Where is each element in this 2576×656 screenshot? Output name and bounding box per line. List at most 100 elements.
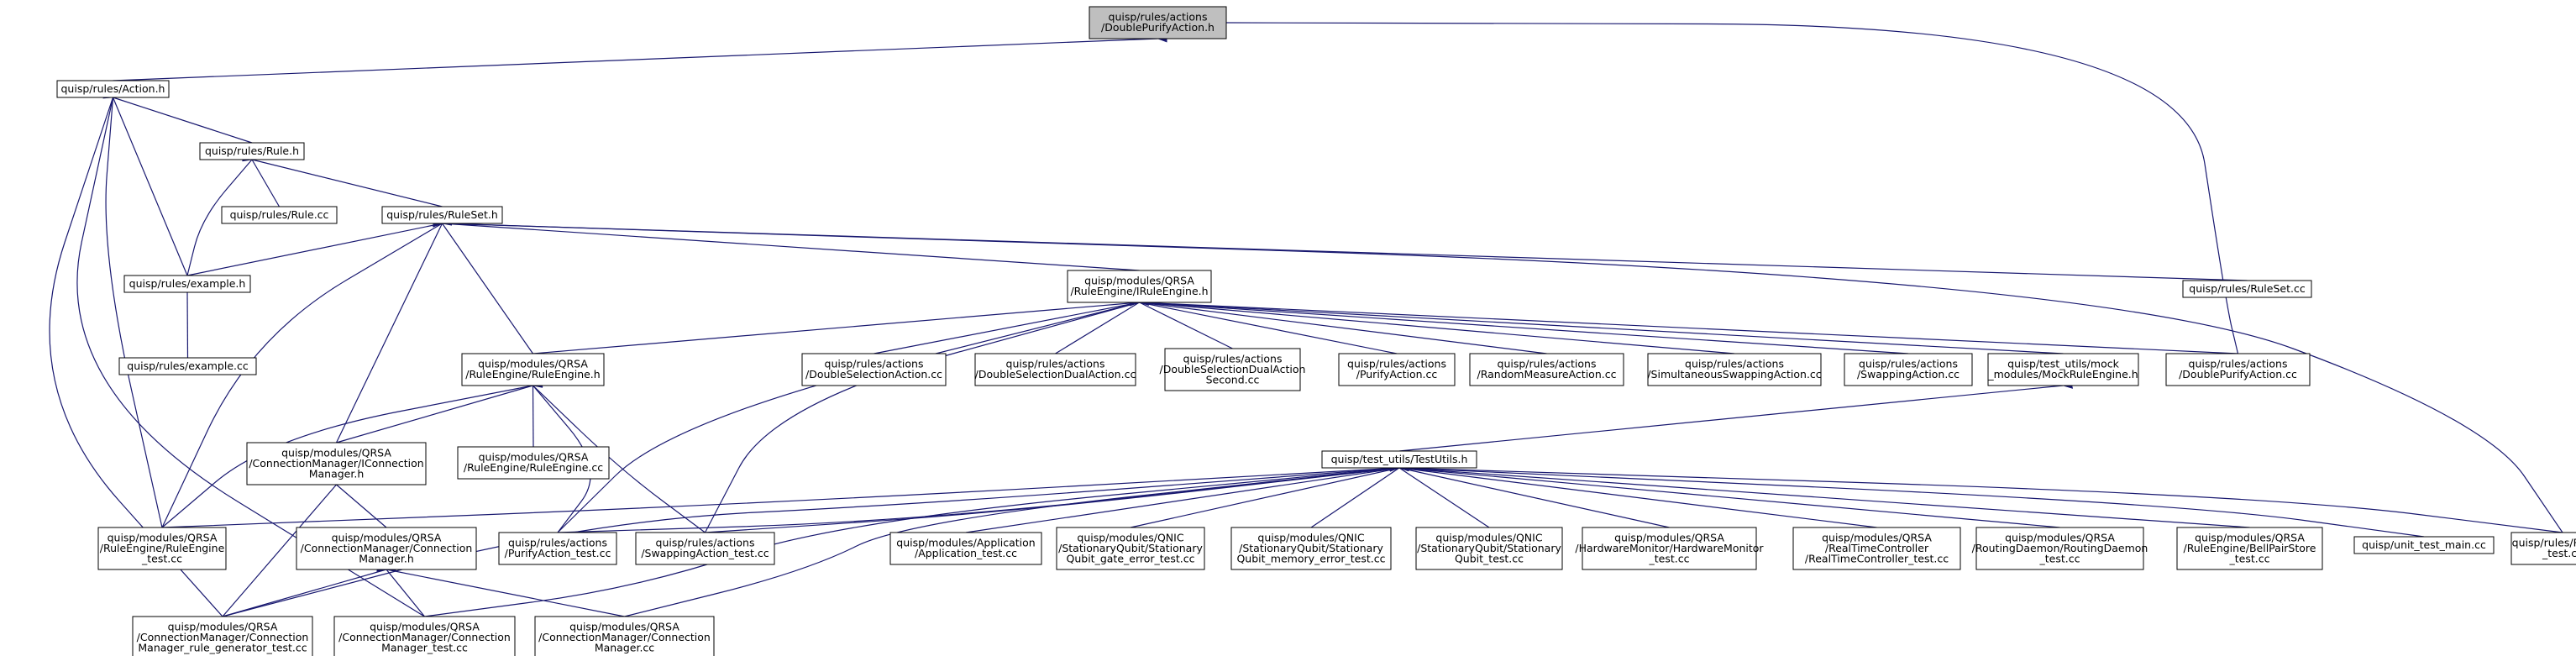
node-hm-test[interactable]: quisp/modules/QRSA/HardwareMonitor/Hardw… <box>1575 527 1764 570</box>
node-cm-cc[interactable]: quisp/modules/QRSA/ConnectionManager/Con… <box>534 616 715 656</box>
node-label-line: /SwappingAction_test.cc <box>641 547 769 559</box>
node-label-line: _modules/MockRuleEngine.h <box>1987 368 2138 380</box>
node-box <box>1975 527 2144 570</box>
edge-icm_h-to-re_h <box>336 379 543 443</box>
edge-rule_cc-to-rule_h <box>244 149 281 207</box>
node-rtc-test[interactable]: quisp/modules/QRSA/RealTimeController/Re… <box>1792 527 1961 570</box>
node-dsa-cc[interactable]: quisp/rules/actions/DoubleSelectionActio… <box>801 353 947 386</box>
edge-sq_gate-to-testutils_h <box>1130 461 1409 528</box>
node-utm[interactable]: quisp/unit_test_main.cc <box>2353 536 2495 554</box>
node-re-test[interactable]: quisp/modules/QRSA/RuleEngine/RuleEngine… <box>97 527 227 570</box>
node-rd-test[interactable]: quisp/modules/QRSA/RoutingDaemon/Routing… <box>1972 527 2148 570</box>
node-label-line: quisp/modules/QRSA <box>332 531 442 543</box>
node-label-line: _test.cc <box>2542 547 2576 559</box>
node-box <box>1987 353 2139 386</box>
node-mock-h[interactable]: quisp/test_utils/mock_modules/MockRuleEn… <box>1987 353 2139 386</box>
edge-sa_cc-to-irule_h <box>1130 297 1909 354</box>
node-rma-cc[interactable]: quisp/rules/actions/RandomMeasureAction.… <box>1469 353 1624 386</box>
node-box <box>1067 270 1212 303</box>
node-ssa-cc[interactable]: quisp/rules/actions/SimultaneousSwapping… <box>1647 353 1822 386</box>
node-example-h[interactable]: quisp/rules/example.h <box>123 275 251 293</box>
node-box <box>635 532 775 565</box>
node-label-line: quisp/rules/Rule.h <box>205 144 299 157</box>
edge-re_test-to-action_h <box>105 87 163 528</box>
node-sq-gate[interactable]: quisp/modules/QNIC/StationaryQubit/Stati… <box>1056 527 1205 570</box>
node-label-line: /ConnectionManager/Connection <box>538 631 711 643</box>
node-label-line: quisp/rules/Rule.cc <box>230 208 329 221</box>
node-cm-h[interactable]: quisp/modules/QRSA/ConnectionManager/Con… <box>296 527 477 570</box>
node-pa-cc[interactable]: quisp/rules/actions/PurifyAction.cc <box>1338 353 1456 386</box>
node-label-line: quisp/modules/QRSA <box>479 451 589 464</box>
edge-utm-to-testutils_h <box>1389 463 2425 538</box>
file-nodes: quisp/rules/actions/DoublePurifyAction.h… <box>56 6 2576 656</box>
edge-re_test-to-re_h <box>161 379 543 528</box>
node-dsda-cc[interactable]: quisp/rules/actions/DoubleSelectionDualA… <box>974 353 1136 386</box>
node-dpa-h[interactable]: quisp/rules/actions/DoublePurifyAction.h <box>1089 6 1227 39</box>
node-example-cc[interactable]: quisp/rules/example.cc <box>118 357 257 375</box>
node-box <box>1338 353 1456 386</box>
node-testutils-h[interactable]: quisp/test_utils/TestUtils.h <box>1321 450 1477 469</box>
node-box <box>1056 527 1205 570</box>
node-label-line: Qubit_gate_error_test.cc <box>1067 552 1195 564</box>
edge-re_h-to-ruleset_h <box>433 213 533 354</box>
node-box <box>801 353 947 386</box>
edge-ruleset_test-to-ruleset_h <box>433 218 2563 533</box>
edge-ruleset_h-to-rule_h <box>242 153 443 207</box>
node-label-line: /RuleEngine/RuleEngine.cc <box>464 461 603 474</box>
node-ruleset-h[interactable]: quisp/rules/RuleSet.h <box>381 206 503 224</box>
node-label-line: /StationaryQubit/Stationary <box>1239 542 1383 554</box>
node-cm-test[interactable]: quisp/modules/QRSA/ConnectionManager/Con… <box>333 616 516 656</box>
node-label-line: /HardwareMonitor/HardwareMonitor <box>1575 542 1764 554</box>
node-app-test[interactable]: quisp/modules/Application/Application_te… <box>889 532 1042 565</box>
node-ruleset-test[interactable]: quisp/rules/RuleSet_test.cc <box>2510 532 2576 565</box>
node-box <box>974 353 1136 386</box>
node-sa-cc[interactable]: quisp/rules/actions/SwappingAction.cc <box>1844 353 1973 386</box>
edge-sq_mem-to-testutils_h <box>1310 459 1409 528</box>
node-bps-test[interactable]: quisp/modules/QRSA/RuleEngine/BellPairSt… <box>2176 527 2323 570</box>
node-box <box>1089 6 1227 39</box>
node-box <box>2182 280 2312 298</box>
edge-cm_rg_test-to-cm_h <box>222 563 396 617</box>
node-label-line: quisp/rules/RuleSet.cc <box>2189 282 2306 295</box>
node-label-line: quisp/rules/actions <box>1109 11 1208 24</box>
node-dpa-cc[interactable]: quisp/rules/actions/DoublePurifyAction.c… <box>2165 353 2311 386</box>
node-box <box>381 206 503 224</box>
node-cm-rg-test[interactable]: quisp/modules/QRSA/ConnectionManager/Con… <box>132 616 313 656</box>
node-label-line: Manager_test.cc <box>381 641 468 653</box>
node-pa-test[interactable]: quisp/rules/actions/PurifyAction_test.cc <box>498 532 617 565</box>
node-label-line: /DoubleSelectionAction.cc <box>805 368 942 380</box>
node-rule-cc[interactable]: quisp/rules/Rule.cc <box>221 206 338 224</box>
node-label-line: /ConnectionManager/Connection <box>301 542 473 554</box>
node-box <box>2165 353 2311 386</box>
node-sq-mem[interactable]: quisp/modules/QNIC/StationaryQubit/Stati… <box>1230 527 1392 570</box>
edge-sq_test-to-testutils_h <box>1389 459 1490 528</box>
node-label-line: quisp/modules/QRSA <box>478 358 588 370</box>
edge-app_test-to-testutils_h <box>965 462 1409 533</box>
node-label-line: /RoutingDaemon/RoutingDaemon <box>1972 542 2148 554</box>
edge-testutils_h-to-mock_h <box>1398 380 2073 452</box>
node-re-cc[interactable]: quisp/modules/QRSA/RuleEngine/RuleEngine… <box>457 446 610 480</box>
node-irule-h[interactable]: quisp/modules/QRSA/RuleEngine/IRuleEngin… <box>1067 270 1212 303</box>
node-label-line: quisp/modules/QNIC <box>1077 531 1183 543</box>
node-box <box>296 527 477 570</box>
node-action-h[interactable]: quisp/rules/Action.h <box>56 80 170 98</box>
node-dsdas-cc[interactable]: quisp/rules/actions/DoubleSelectionDualA… <box>1160 348 1306 391</box>
node-box <box>333 616 516 656</box>
node-box <box>1230 527 1392 570</box>
node-label-line: /DoublePurifyAction.h <box>1101 21 1215 34</box>
node-box <box>132 616 313 656</box>
node-box <box>1164 348 1301 391</box>
node-box <box>534 616 715 656</box>
edge-pa_test-to-re_h <box>523 375 591 533</box>
edge-dpa_cc-to-dpa_h <box>1216 18 2239 354</box>
edge-hm_test-to-testutils_h <box>1389 461 1670 528</box>
node-re-h[interactable]: quisp/modules/QRSA/RuleEngine/RuleEngine… <box>461 353 605 386</box>
node-sa-test[interactable]: quisp/rules/actions/SwappingAction_test.… <box>635 532 775 565</box>
node-rule-h[interactable]: quisp/rules/Rule.h <box>199 142 305 160</box>
node-label-line: quisp/rules/actions <box>825 358 924 370</box>
node-box <box>498 532 617 565</box>
node-ruleset-cc[interactable]: quisp/rules/RuleSet.cc <box>2182 280 2312 298</box>
edge-re_test-to-testutils_h <box>161 463 1409 528</box>
node-sq-test[interactable]: quisp/modules/QNIC/StationaryQubit/Stati… <box>1415 527 1563 570</box>
node-icm-h[interactable]: quisp/modules/QRSA/ConnectionManager/ICo… <box>246 442 427 485</box>
